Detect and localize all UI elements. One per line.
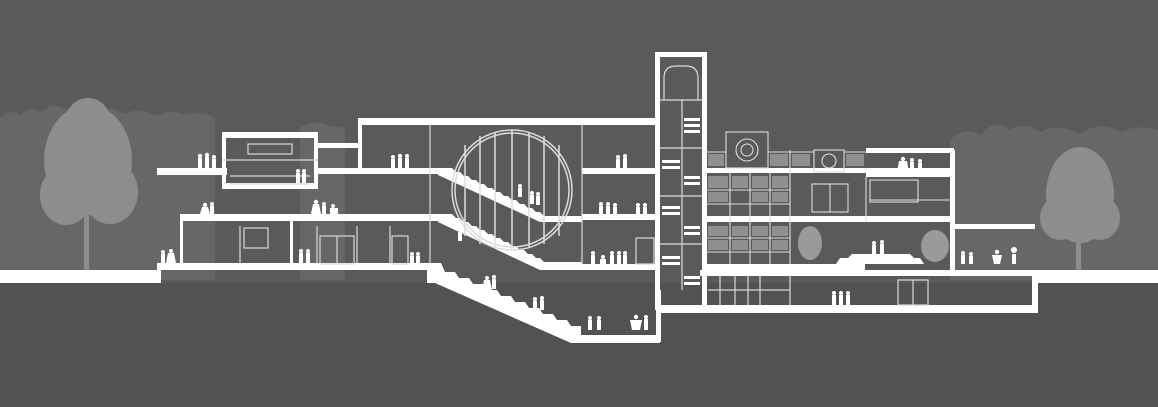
person-figure <box>969 252 973 264</box>
linework <box>222 125 929 306</box>
person-figure <box>458 228 462 241</box>
person-figure <box>330 204 338 214</box>
left-tree <box>40 98 138 272</box>
right-block-facade <box>705 131 950 264</box>
tower-stair-steps <box>662 118 700 285</box>
person-figure <box>518 184 522 197</box>
person-figure <box>322 202 326 214</box>
person-figure <box>482 276 492 290</box>
person-figure <box>302 169 306 183</box>
person-figure <box>992 249 1002 264</box>
person-figure <box>210 202 214 214</box>
person-figure <box>644 315 648 330</box>
round-atrium-window <box>451 129 573 251</box>
person-figure <box>832 291 836 305</box>
ground-line <box>0 270 1158 283</box>
person-figure <box>492 275 496 289</box>
right-tree <box>1040 147 1120 272</box>
person-figure <box>918 159 922 172</box>
person-figure <box>636 203 640 216</box>
person-figure <box>161 250 165 263</box>
ground <box>0 283 1158 407</box>
person-figure <box>391 155 395 168</box>
people-silhouettes <box>161 152 1017 330</box>
person-figure <box>588 316 592 330</box>
person-figure <box>616 155 620 168</box>
person-figure <box>311 199 321 214</box>
person-figure <box>897 156 909 172</box>
person-figure <box>530 191 534 204</box>
vertical-circulation-tower <box>660 65 702 290</box>
person-figure <box>299 249 303 263</box>
person-figure <box>296 169 300 183</box>
person-figure <box>200 202 210 214</box>
person-figure <box>599 202 603 216</box>
person-figure <box>533 297 537 310</box>
person-figure <box>591 251 595 264</box>
person-figure <box>166 249 176 263</box>
person-figure <box>540 296 544 310</box>
person-figure <box>610 251 614 264</box>
person-figure <box>910 158 914 172</box>
person-figure <box>306 249 310 263</box>
person-figure <box>839 291 843 305</box>
person-figure <box>623 154 627 168</box>
person-figure <box>643 203 647 216</box>
person-figure <box>536 192 540 205</box>
facade-panels <box>708 154 864 250</box>
person-figure <box>405 154 409 168</box>
person-figure <box>212 155 216 168</box>
person-figure <box>617 251 621 264</box>
person-figure <box>600 255 606 264</box>
person-figure <box>630 314 642 330</box>
building-structure <box>157 52 1038 343</box>
person-figure <box>872 241 876 254</box>
stepped-platform <box>836 254 924 264</box>
person-figure <box>961 251 965 264</box>
person-figure <box>1011 247 1017 264</box>
person-figure <box>204 152 210 168</box>
person-figure <box>606 202 610 216</box>
interior-trees <box>798 226 949 262</box>
person-figure <box>880 240 884 254</box>
person-figure <box>410 252 414 264</box>
person-figure <box>416 252 420 264</box>
person-figure <box>397 153 403 168</box>
person-figure <box>597 316 601 330</box>
person-figure <box>197 153 203 168</box>
main-stairs <box>427 168 582 343</box>
person-figure <box>846 291 850 305</box>
person-figure <box>623 251 627 264</box>
person-figure <box>613 203 617 216</box>
